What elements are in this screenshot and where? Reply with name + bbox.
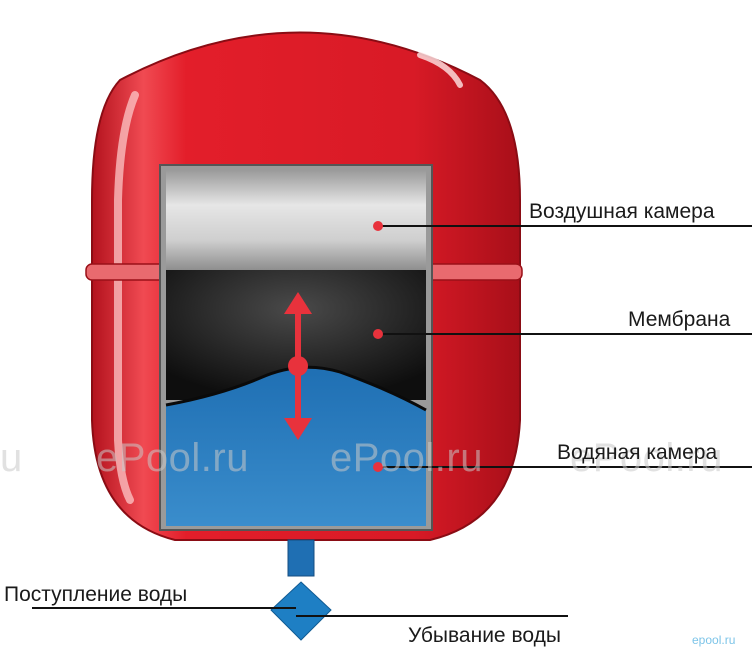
water-chamber-label: Водяная камера	[557, 441, 718, 464]
watermark-center: ePool.ru	[330, 436, 483, 480]
tank-top-highlight	[417, 52, 463, 88]
outlet-pipe	[287, 539, 315, 577]
tank-highlight	[114, 91, 139, 504]
water-outflow-label: Убывание воды	[408, 624, 561, 647]
membrane-label: Мембрана	[628, 308, 731, 331]
watermark-right: ePool.ru	[570, 436, 723, 480]
water-inflow-label: Поступление воды	[4, 583, 188, 606]
watermark-left: ePool.ru	[96, 436, 249, 480]
arrow-down-icon	[284, 418, 312, 440]
membrane-center-dot	[288, 356, 308, 376]
water-chamber-marker	[373, 462, 383, 472]
watermark-fragment: u	[0, 436, 23, 480]
watermark-corner: epool.ru	[692, 633, 736, 647]
arrow-up-icon	[284, 292, 312, 314]
membrane-marker	[373, 329, 383, 339]
valve-icon	[270, 581, 332, 641]
air-chamber	[166, 170, 426, 270]
water-chamber	[166, 367, 426, 526]
air-chamber-label: Воздушная камера	[529, 200, 715, 223]
air-chamber-marker	[373, 221, 383, 231]
